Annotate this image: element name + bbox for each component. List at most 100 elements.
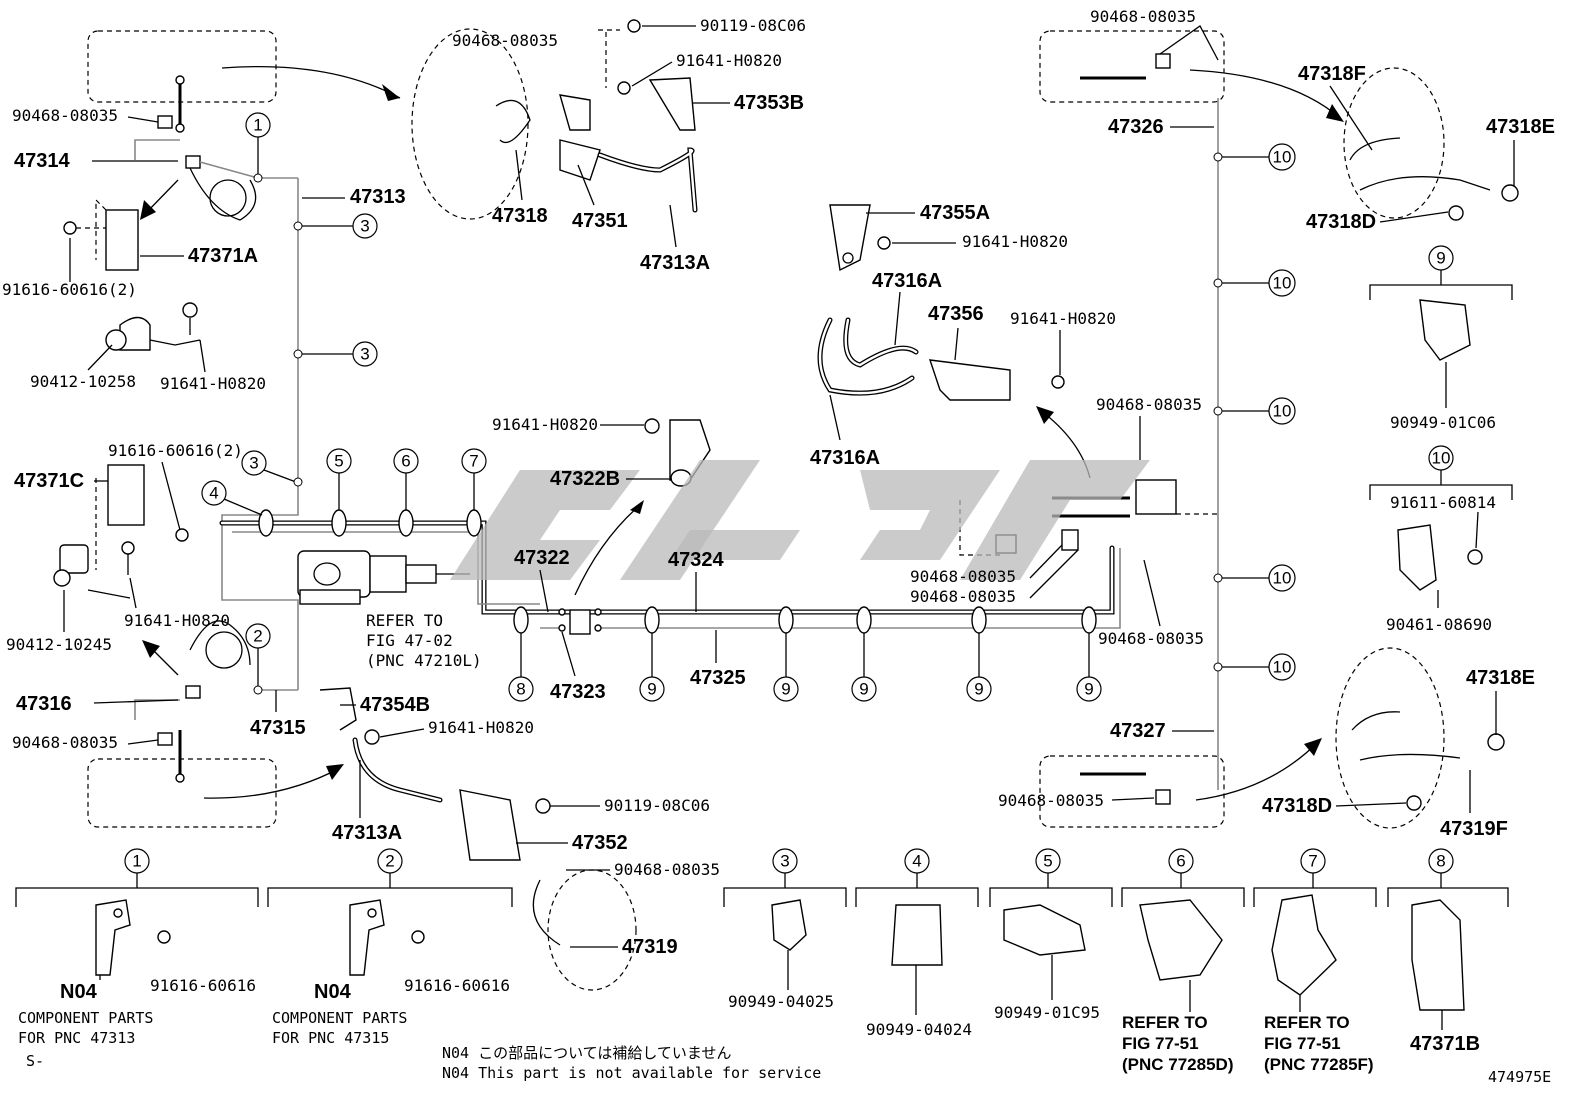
refer-note-1-line1: REFER TO: [366, 611, 443, 630]
callout-10-d: 10: [1213, 564, 1296, 592]
figure-id: 474975E: [1488, 1068, 1551, 1086]
svg-text:9: 9: [647, 680, 656, 699]
svg-text:8: 8: [1436, 852, 1445, 871]
svg-text:3: 3: [249, 454, 258, 473]
svg-text:7: 7: [469, 452, 478, 471]
component-note-2-line2: FOR PNC 47315: [272, 1029, 389, 1047]
refer-note-6-line2: FIG 77-51: [1122, 1034, 1199, 1053]
component-note-1-line1: COMPONENT PARTS: [18, 1009, 153, 1027]
label-90949-04024: 90949-04024: [866, 1020, 972, 1039]
label-91641-H0820-f: 91641-H0820: [124, 611, 230, 630]
label-47313A-b: 47313A: [332, 822, 402, 844]
svg-text:7: 7: [1308, 852, 1317, 871]
svg-text:3: 3: [780, 852, 789, 871]
callout-8: 8: [508, 633, 534, 702]
svg-text:9: 9: [974, 680, 983, 699]
label-90468-08035-b: 90468-08035: [452, 31, 558, 50]
label-90468-08035-d: 90468-08035: [910, 567, 1016, 586]
label-47351: 47351: [572, 210, 628, 232]
svg-text:1: 1: [132, 852, 141, 871]
bottom-panel-1: 1: [15, 848, 259, 976]
callout-3-b: 3: [293, 341, 378, 367]
svg-text:10: 10: [1273, 148, 1292, 167]
callout-1-upper: 1: [245, 112, 271, 183]
label-90949-01C95: 90949-01C95: [994, 1003, 1100, 1022]
callout-10-e: 10: [1213, 653, 1296, 681]
label-47326: 47326: [1108, 116, 1164, 138]
svg-text:10: 10: [1273, 402, 1292, 421]
refer-note-1-line2: FIG 47-02: [366, 631, 453, 650]
s-mark: S-: [26, 1052, 44, 1070]
label-47313A-a: 47313A: [640, 252, 710, 274]
pipe-clamps: [258, 509, 1097, 634]
bottom-panel-6: 6: [1121, 848, 1245, 1012]
bottom-panel-5: 5: [989, 848, 1113, 1000]
label-n04-a: N04: [60, 981, 98, 1003]
bottom-right-detail: [1039, 647, 1505, 829]
label-91611-60814: 91611-60814: [1390, 493, 1496, 512]
label-91616-60616-c: 91616-60616: [150, 976, 256, 995]
svg-text:8: 8: [516, 680, 525, 699]
label-47315: 47315: [250, 717, 306, 739]
label-47356: 47356: [928, 303, 984, 325]
refer-note-6-line3: (PNC 77285D): [1122, 1055, 1234, 1074]
panel-callout-10: 10: [1369, 445, 1513, 608]
label-47313: 47313: [350, 186, 406, 208]
callout-2-lower: 2: [245, 623, 271, 695]
svg-text:5: 5: [1043, 852, 1052, 871]
callout-3-c: 3: [241, 450, 303, 487]
actuator: [297, 550, 470, 605]
label-90949-01C06: 90949-01C06: [1390, 413, 1496, 432]
label-47322B: 47322B: [550, 468, 620, 490]
label-47323: 47323: [550, 681, 606, 703]
callout-7: 7: [461, 448, 487, 510]
svg-text:10: 10: [1273, 274, 1292, 293]
label-90412-10258: 90412-10258: [30, 372, 136, 391]
label-47324: 47324: [668, 549, 724, 571]
label-90412-10245: 90412-10245: [6, 635, 112, 654]
label-90468-08035-f: 90468-08035: [1096, 395, 1202, 414]
callout-9-e: 9: [1076, 633, 1102, 702]
part-labels: 90468-08035 47314 47313 47371A 91616-606…: [2, 7, 1555, 1086]
label-47318D-a: 47318D: [1306, 211, 1376, 233]
upper-center-parts: [559, 19, 711, 487]
callout-4: 4: [201, 480, 263, 516]
label-47353B: 47353B: [734, 92, 804, 114]
label-47371B: 47371B: [1410, 1033, 1480, 1055]
label-47322: 47322: [514, 547, 570, 569]
label-91616-60616-2-a: 91616-60616(2): [2, 280, 137, 299]
label-47314: 47314: [14, 150, 70, 172]
top-left-hose-detail: [87, 28, 531, 220]
svg-text:6: 6: [401, 452, 410, 471]
svg-text:6: 6: [1176, 852, 1185, 871]
bottom-panel-2: 2: [267, 848, 513, 976]
svg-text:9: 9: [859, 680, 868, 699]
svg-text:9: 9: [781, 680, 790, 699]
panel-callout-9: 9: [1369, 245, 1513, 408]
label-47325: 47325: [690, 667, 746, 689]
label-47316A-a: 47316A: [872, 270, 942, 292]
bottom-panel-8: 8: [1387, 848, 1509, 1030]
callout-9-b: 9: [773, 633, 799, 702]
refer-note-7-line2: FIG 77-51: [1264, 1034, 1341, 1053]
callout-10-a: 10: [1213, 143, 1296, 171]
main-line-left: [221, 177, 299, 691]
label-47327: 47327: [1110, 720, 1166, 742]
svg-text:9: 9: [1436, 249, 1445, 268]
component-note-1-line2: FOR PNC 47313: [18, 1029, 135, 1047]
top-right-detail: [1039, 30, 1519, 221]
component-note-2-line1: COMPONENT PARTS: [272, 1009, 407, 1027]
label-91641-H0820-g: 91641-H0820: [428, 718, 534, 737]
callout-10-c: 10: [1213, 397, 1296, 425]
label-91641-H0820-d: 91641-H0820: [1010, 309, 1116, 328]
svg-text:5: 5: [334, 452, 343, 471]
label-47318F: 47318F: [1298, 63, 1366, 85]
label-90468-08035-c: 90468-08035: [1090, 7, 1196, 26]
label-91616-60616-d: 91616-60616: [404, 976, 510, 995]
label-90468-08035-a: 90468-08035: [12, 106, 118, 125]
callout-10-b: 10: [1213, 269, 1296, 297]
bottom-left-hose-detail: [87, 687, 637, 991]
left-lower-branch: [53, 464, 251, 783]
label-90468-08035-h: 90468-08035: [12, 733, 118, 752]
